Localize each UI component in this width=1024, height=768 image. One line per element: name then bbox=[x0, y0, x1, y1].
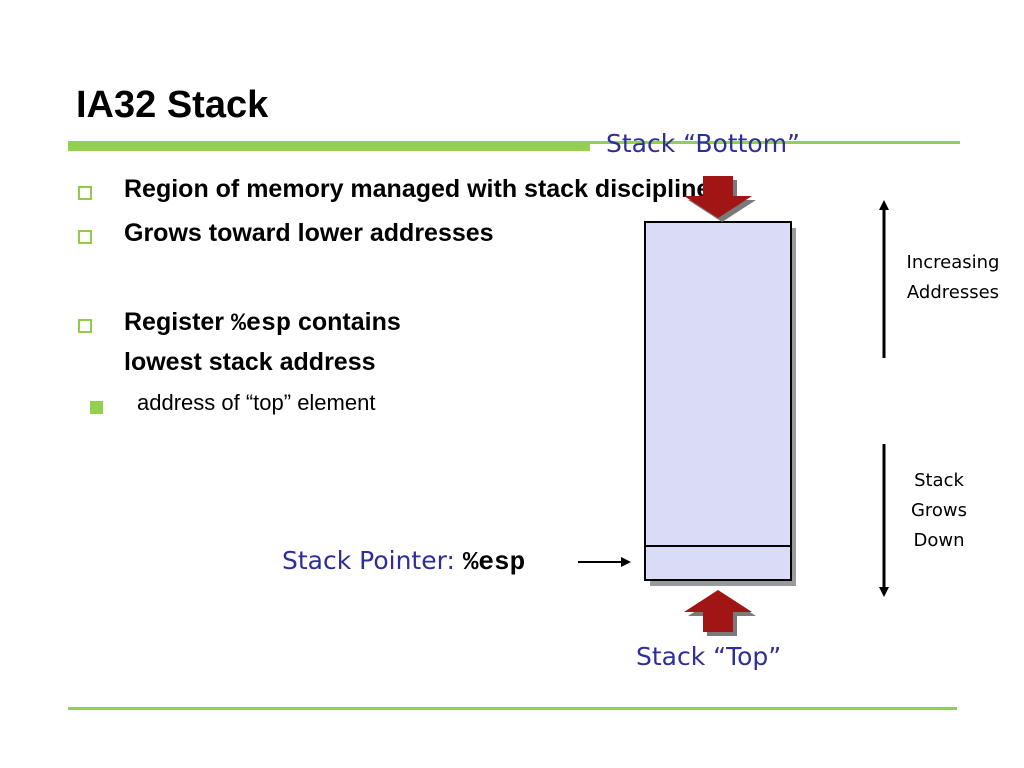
bullet-text-line2: lowest stack address bbox=[124, 348, 376, 376]
bullet-text: Grows toward lower addresses bbox=[124, 219, 494, 247]
title-underline-thin bbox=[590, 141, 960, 144]
bullet-text: Register %esp contains lowest stack addr… bbox=[124, 303, 401, 381]
stack-pointer-prefix: Stack Pointer: bbox=[282, 546, 463, 575]
stack-top-label: Stack “Top” bbox=[636, 642, 782, 671]
bullet-text-suffix: contains bbox=[291, 308, 401, 336]
bullet-item: Register %esp contains lowest stack addr… bbox=[78, 308, 401, 381]
register-code: %esp bbox=[230, 309, 291, 338]
stack-box bbox=[644, 221, 792, 581]
square-bullet-icon bbox=[78, 186, 92, 200]
bullet-item: Region of memory managed with stack disc… bbox=[78, 175, 710, 208]
stack-pointer-label: Stack Pointer: %esp bbox=[282, 546, 525, 577]
stack-grows-line2: Grows bbox=[910, 500, 968, 521]
slide-title: IA32 Stack bbox=[76, 84, 269, 126]
increasing-addresses-line1: Increasing bbox=[906, 252, 1000, 273]
stack-bottom-arrow-icon bbox=[684, 176, 756, 222]
increasing-addresses-label: Increasing Addresses bbox=[892, 248, 1014, 308]
stack-bottom-label: Stack “Bottom” bbox=[606, 129, 800, 158]
filled-square-bullet-icon bbox=[90, 401, 103, 414]
footer-divider bbox=[68, 707, 957, 710]
stack-grows-line3: Down bbox=[913, 530, 965, 551]
stack-top-arrow-icon bbox=[684, 590, 756, 636]
sub-bullet-text: address of “top” element bbox=[137, 390, 376, 415]
bullet-text: Region of memory managed with stack disc… bbox=[124, 175, 711, 203]
sub-bullet-item: address of “top” element bbox=[90, 390, 375, 416]
stack-pointer-register: %esp bbox=[462, 547, 526, 577]
stack-grows-down-label: Stack Grows Down bbox=[894, 466, 984, 556]
bullet-text-prefix: Register bbox=[124, 308, 231, 336]
title-underline-thick bbox=[68, 141, 590, 151]
increasing-addresses-line2: Addresses bbox=[906, 282, 1000, 303]
square-bullet-icon bbox=[78, 319, 92, 333]
stack-grows-line1: Stack bbox=[914, 470, 964, 491]
square-bullet-icon bbox=[78, 230, 92, 244]
bullet-item: Grows toward lower addresses bbox=[78, 219, 494, 252]
